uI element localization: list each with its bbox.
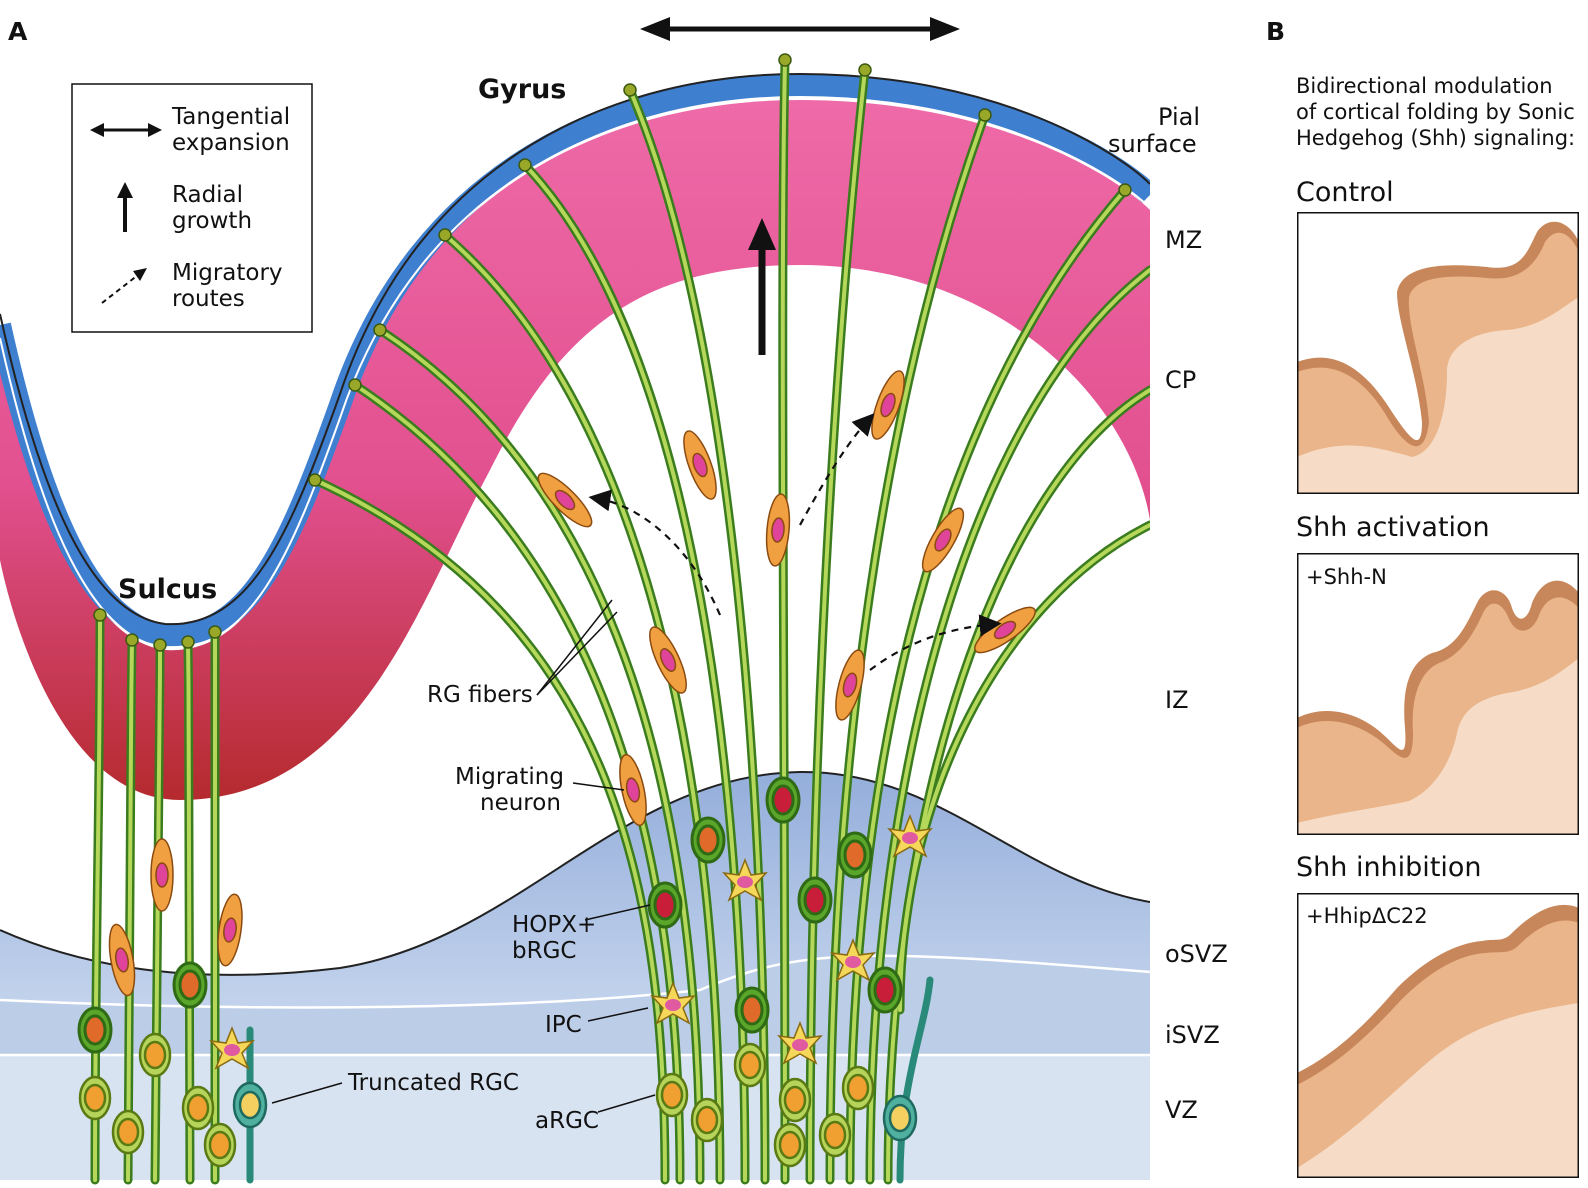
panel-b: B Bidirectional modulation of cortical f…	[1266, 17, 1579, 1178]
pial-outer-line	[0, 72, 1150, 626]
shh-activation-fold-box: +Shh-N	[1297, 553, 1579, 835]
osvz-border	[0, 770, 1150, 976]
brgc-cells	[77, 776, 903, 1054]
zone-cp: CP	[1165, 366, 1196, 394]
gyrus-label: Gyrus	[478, 74, 566, 105]
panel-a	[0, 17, 1150, 1185]
legend-migratory-1: Migratory	[172, 260, 283, 286]
pial-surface-label-1: Pial	[1158, 103, 1200, 131]
cortex-band	[0, 100, 1150, 800]
legend-radial-2: growth	[172, 208, 252, 234]
ipc-label: IPC	[545, 1012, 582, 1038]
legend-migratory-icon	[101, 268, 147, 304]
shh-activation-tag: +Shh-N	[1306, 565, 1387, 589]
migrating-neuron-label-2: neuron	[480, 790, 561, 816]
migrating-neuron-label-1: Migrating	[455, 764, 564, 790]
legend-tangential-1: Tangential	[171, 104, 290, 130]
zone-isvz: iSVZ	[1165, 1021, 1220, 1049]
hopx-brgc-label-1: HOPX+	[512, 912, 596, 938]
control-heading: Control	[1296, 177, 1394, 208]
panel-b-title-1: Bidirectional modulation	[1296, 74, 1553, 98]
argc-cells	[78, 1032, 875, 1168]
panel-b-letter: B	[1266, 17, 1285, 46]
zone-mz: MZ	[1165, 226, 1202, 254]
hopx-brgc-label-2: bRGC	[512, 938, 576, 964]
zone-osvz: oSVZ	[1165, 940, 1228, 968]
legend-tangential-2: expansion	[172, 130, 290, 156]
pial-surface-band	[0, 73, 1150, 647]
truncated-rgc-label: Truncated RGC	[347, 1070, 519, 1096]
ipc-cells	[209, 813, 933, 1070]
argc-label: aRGC	[535, 1108, 599, 1134]
shh-activation-heading: Shh activation	[1296, 512, 1490, 543]
pial-inner-line	[0, 96, 1150, 650]
tangential-expansion-arrow	[640, 17, 960, 41]
rg-fibers-label: RG fibers	[427, 682, 533, 708]
legend-radial-icon	[117, 182, 133, 232]
legend-radial-1: Radial	[172, 182, 243, 208]
truncated-rgc-cells	[232, 1081, 918, 1142]
fiber-endfeet	[93, 53, 1132, 652]
panel-b-title-2: of cortical folding by Sonic	[1296, 100, 1575, 124]
shh-inhibition-fold-box: +HhipΔC22	[1297, 893, 1579, 1178]
panel-a-letter: A	[8, 17, 28, 46]
panel-b-title-3: Hedgehog (Shh) signaling:	[1296, 126, 1575, 150]
shh-inhibition-heading: Shh inhibition	[1296, 852, 1482, 883]
migrating-neurons	[108, 370, 1036, 997]
sulcus-label: Sulcus	[118, 574, 217, 605]
shh-inhibition-tag: +HhipΔC22	[1306, 904, 1428, 928]
pial-surface-label-2: surface	[1108, 130, 1197, 158]
radial-growth-arrow	[748, 218, 776, 355]
isvz-layer	[0, 955, 1150, 1055]
legend-tangential-icon	[90, 123, 162, 137]
legend	[71, 83, 313, 333]
zone-vz: VZ	[1165, 1096, 1198, 1124]
zone-iz: IZ	[1165, 686, 1189, 714]
migratory-routes	[588, 413, 1002, 671]
leader-lines	[271, 599, 656, 1113]
control-fold-box	[1297, 212, 1579, 494]
legend-migratory-2: routes	[172, 286, 245, 312]
